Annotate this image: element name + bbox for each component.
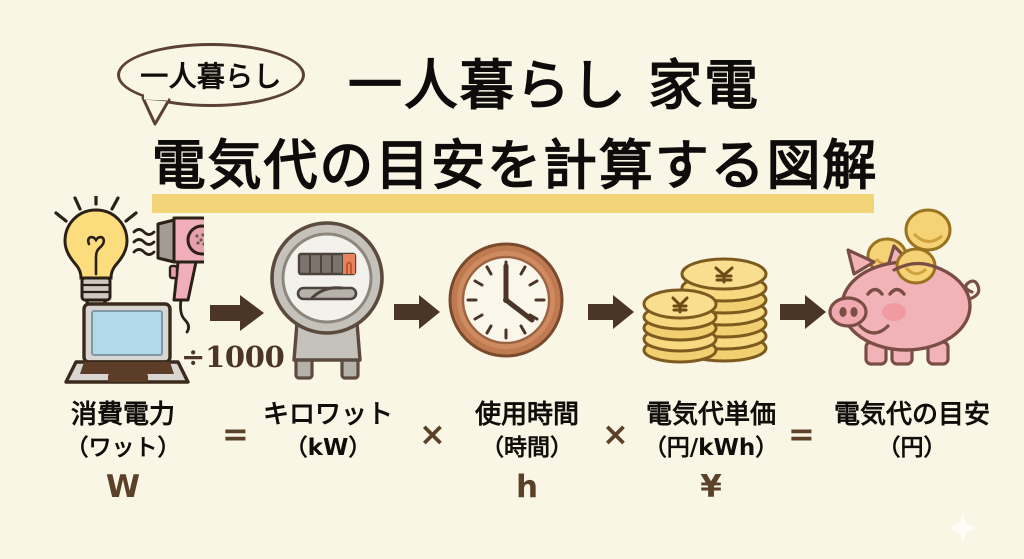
flow-arrow-4-icon [778,292,828,337]
term-paren: （ワット） [65,435,181,461]
formula-row: 消費電力 （ワット） W = キロワット （kW） × 使用時間 （時間） h … [0,398,1024,518]
term-label: 消費電力 [70,400,175,430]
term-label: 使用時間 [474,400,579,430]
flow-arrow-2-icon [392,292,442,337]
title-highlight-bar [152,194,874,213]
formula-operator-1: = [222,415,249,453]
sparkle-icon [946,511,980,545]
speech-bubble-label: 一人暮らし [140,60,282,93]
term-paren: （円/kWh） [643,435,779,461]
coin-stacks-icon [636,238,772,378]
title-block: 一人暮らし 家電 電気代の目安を計算する図解 [0,38,1024,213]
term-symbol: ¥ [700,469,722,505]
formula-term-result: 電気代の目安 （円） [812,398,1012,464]
electricity-meter-icon [268,206,386,386]
formula-operator-2: × [419,415,446,453]
term-paren: （円） [877,435,947,461]
flow-arrow-1-icon [208,292,266,339]
formula-term-unit-price: 電気代単価 （円/kWh） ¥ [628,398,794,504]
flow-arrow-3-icon [586,292,636,337]
appliances-group [34,196,204,396]
formula-term-kilowatt: キロワット （kW） [248,398,408,464]
term-symbol: W [105,469,141,505]
page-title-line-2: 電気代の目安を計算する図解 [151,134,879,197]
wall-clock-icon [446,238,566,362]
term-label: 電気代の目安 [833,400,990,430]
term-symbol: h [515,469,539,505]
term-paren: （kW） [284,435,372,461]
formula-operator-4: = [788,415,815,453]
term-paren: （時間） [481,435,573,461]
formula-operator-3: × [602,415,629,453]
page-title-line-1: 一人暮らし 家電 [348,54,760,117]
term-label: 電気代単価 [645,400,776,430]
piggy-bank-icon [824,208,1000,388]
divide-by-1000-label: ÷1000 [181,340,285,374]
term-label: キロワット [262,400,393,430]
flow-row [0,196,1024,396]
formula-term-hours: 使用時間 （時間） h [452,398,602,504]
formula-term-power: 消費電力 （ワット） W [38,398,208,504]
